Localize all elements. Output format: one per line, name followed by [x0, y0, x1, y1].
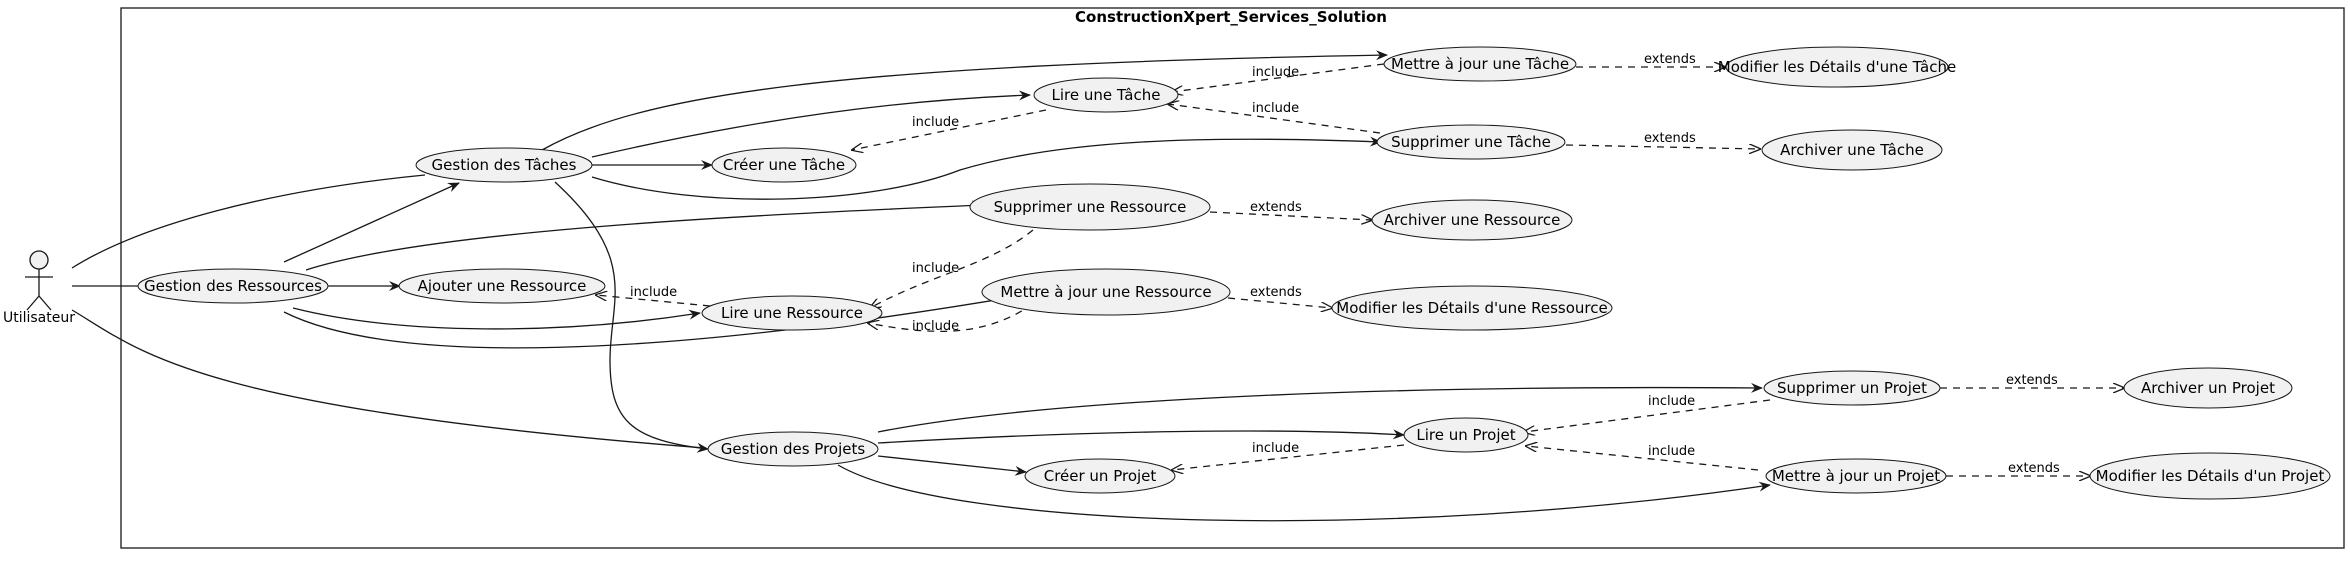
- usecase-modif-projet[interactable]: Modifier les Détails d'un Projet: [2089, 452, 2331, 500]
- svg-text:Gestion des Tâches: Gestion des Tâches: [432, 156, 577, 174]
- label-include: include: [1252, 101, 1299, 116]
- label-include: include: [630, 285, 677, 300]
- edge-maj-include-lire-ressource: [868, 295, 1044, 332]
- usecase-creer-tache[interactable]: Créer une Tâche: [711, 147, 857, 183]
- svg-text:Lire un Projet: Lire un Projet: [1416, 426, 1515, 444]
- usecase-suppr-ressource[interactable]: Supprimer une Ressource: [969, 183, 1211, 231]
- edge-taches-lire: [591, 90, 1031, 158]
- svg-text:Mettre à jour une Ressource: Mettre à jour une Ressource: [1000, 283, 1211, 301]
- edge-lire-include-ajouter: [596, 295, 711, 307]
- edge-actor-gestion-taches: [71, 174, 426, 269]
- svg-text:Mettre à jour un Projet: Mettre à jour un Projet: [1772, 467, 1940, 485]
- label-extends: extends: [2006, 373, 2058, 388]
- edge-taches-maj: [541, 50, 1388, 151]
- svg-text:Créer un Projet: Créer un Projet: [1044, 467, 1157, 485]
- svg-text:Modifier les Détails d'une Tâc: Modifier les Détails d'une Tâche: [1718, 58, 1956, 76]
- svg-text:Gestion des Ressources: Gestion des Ressources: [144, 277, 322, 295]
- edge-ressources-maj: [283, 288, 1044, 349]
- edge-maj-include-lire-projet: [1526, 446, 1759, 471]
- package-frame: [120, 7, 2345, 549]
- actor-head-icon: [29, 250, 49, 270]
- label-extends: extends: [1250, 285, 1302, 300]
- edge-maj-include-lire: [1172, 63, 1385, 92]
- usecase-ajouter-ressource[interactable]: Ajouter une Ressource: [398, 268, 606, 304]
- label-extends: extends: [1644, 131, 1696, 146]
- usecase-gestion-ressources[interactable]: Gestion des Ressources: [137, 268, 329, 304]
- edge-taches-projets: [554, 181, 709, 453]
- svg-text:Supprimer une Ressource: Supprimer une Ressource: [994, 198, 1187, 216]
- svg-text:Créer une Tâche: Créer une Tâche: [723, 156, 845, 174]
- svg-text:Supprimer un Projet: Supprimer un Projet: [1777, 379, 1927, 397]
- svg-text:Lire une Tâche: Lire une Tâche: [1052, 86, 1161, 104]
- usecase-gestion-projets[interactable]: Gestion des Projets: [707, 431, 879, 467]
- svg-text:Archiver une Ressource: Archiver une Ressource: [1384, 211, 1561, 229]
- label-extends: extends: [1250, 200, 1302, 215]
- label-include: include: [1252, 441, 1299, 456]
- usecase-gestion-taches[interactable]: Gestion des Tâches: [415, 147, 593, 183]
- svg-text:Mettre à jour une Tâche: Mettre à jour une Tâche: [1391, 55, 1569, 73]
- edge-labels: include include include extends extends …: [630, 52, 2060, 476]
- edge-projets-creer: [877, 455, 1027, 476]
- edge-projets-suppr: [877, 382, 1763, 433]
- usecase-archiver-ressource[interactable]: Archiver une Ressource: [1371, 199, 1573, 241]
- usecase-lire-tache[interactable]: Lire une Tâche: [1033, 77, 1179, 113]
- dependencies: [596, 64, 2124, 476]
- edge-taches-suppr: [591, 136, 1382, 200]
- edge-projets-lire: [877, 429, 1405, 444]
- edge-suppr-include-lire-ressource: [870, 229, 1034, 308]
- usecase-modif-ressource[interactable]: Modifier les Détails d'une Ressource: [1331, 285, 1613, 331]
- use-cases: Gestion des Tâches Gestion des Ressource…: [137, 46, 2331, 500]
- label-extends: extends: [1644, 52, 1696, 67]
- usecase-suppr-tache[interactable]: Supprimer une Tâche: [1376, 124, 1566, 160]
- edge-ressources-taches: [283, 182, 460, 263]
- label-extends: extends: [2008, 461, 2060, 476]
- usecase-maj-tache[interactable]: Mettre à jour une Tâche: [1383, 46, 1577, 82]
- usecase-maj-ressource[interactable]: Mettre à jour une Ressource: [981, 268, 1231, 316]
- label-include: include: [912, 261, 959, 276]
- usecase-lire-projet[interactable]: Lire un Projet: [1403, 417, 1529, 453]
- usecase-archiver-tache[interactable]: Archiver une Tâche: [1761, 129, 1943, 171]
- usecase-maj-projet[interactable]: Mettre à jour un Projet: [1765, 458, 1947, 494]
- usecase-modif-tache[interactable]: Modifier les Détails d'une Tâche: [1718, 46, 1956, 88]
- edge-actor-gestion-projets: [71, 309, 706, 449]
- svg-text:Modifier les Détails d'une Res: Modifier les Détails d'une Ressource: [1336, 299, 1607, 317]
- edge-maj-extends-modif-ressource: [1227, 297, 1332, 308]
- edge-ressource-extends-archiver: [1209, 211, 1372, 220]
- usecase-suppr-projet[interactable]: Supprimer un Projet: [1763, 370, 1941, 406]
- actor-utilisateur[interactable]: Utilisateur: [3, 250, 75, 326]
- edge-suppr-include-lire-projet: [1524, 399, 1771, 432]
- svg-text:Lire une Ressource: Lire une Ressource: [721, 304, 863, 322]
- label-include: include: [1648, 394, 1695, 409]
- usecase-lire-ressource[interactable]: Lire une Ressource: [701, 295, 883, 331]
- label-include: include: [912, 319, 959, 334]
- svg-text:Modifier les Détails d'un Proj: Modifier les Détails d'un Projet: [2096, 467, 2325, 485]
- edge-suppr-include-lire: [1168, 104, 1381, 134]
- label-include: include: [1252, 65, 1299, 80]
- svg-text:Gestion des Projets: Gestion des Projets: [721, 440, 866, 458]
- edge-projets-maj: [837, 464, 1771, 522]
- actor-label: Utilisateur: [3, 310, 75, 326]
- usecase-archiver-projet[interactable]: Archiver un Projet: [2123, 367, 2293, 409]
- edge-ressources-lire: [292, 307, 701, 330]
- label-include: include: [1648, 444, 1695, 459]
- edge-ressources-suppr-ressource: [305, 200, 984, 271]
- svg-text:Archiver une Tâche: Archiver une Tâche: [1780, 141, 1924, 159]
- package-title: ConstructionXpert_Services_Solution: [1075, 8, 1387, 26]
- usecase-creer-projet[interactable]: Créer un Projet: [1024, 458, 1176, 494]
- svg-text:Supprimer une Tâche: Supprimer une Tâche: [1391, 133, 1551, 151]
- svg-text:Ajouter une Ressource: Ajouter une Ressource: [418, 277, 587, 295]
- label-include: include: [912, 115, 959, 130]
- associations: [71, 50, 1771, 522]
- edge-suppr-extends-archiver: [1565, 145, 1760, 149]
- svg-text:Archiver un Projet: Archiver un Projet: [2141, 379, 2275, 397]
